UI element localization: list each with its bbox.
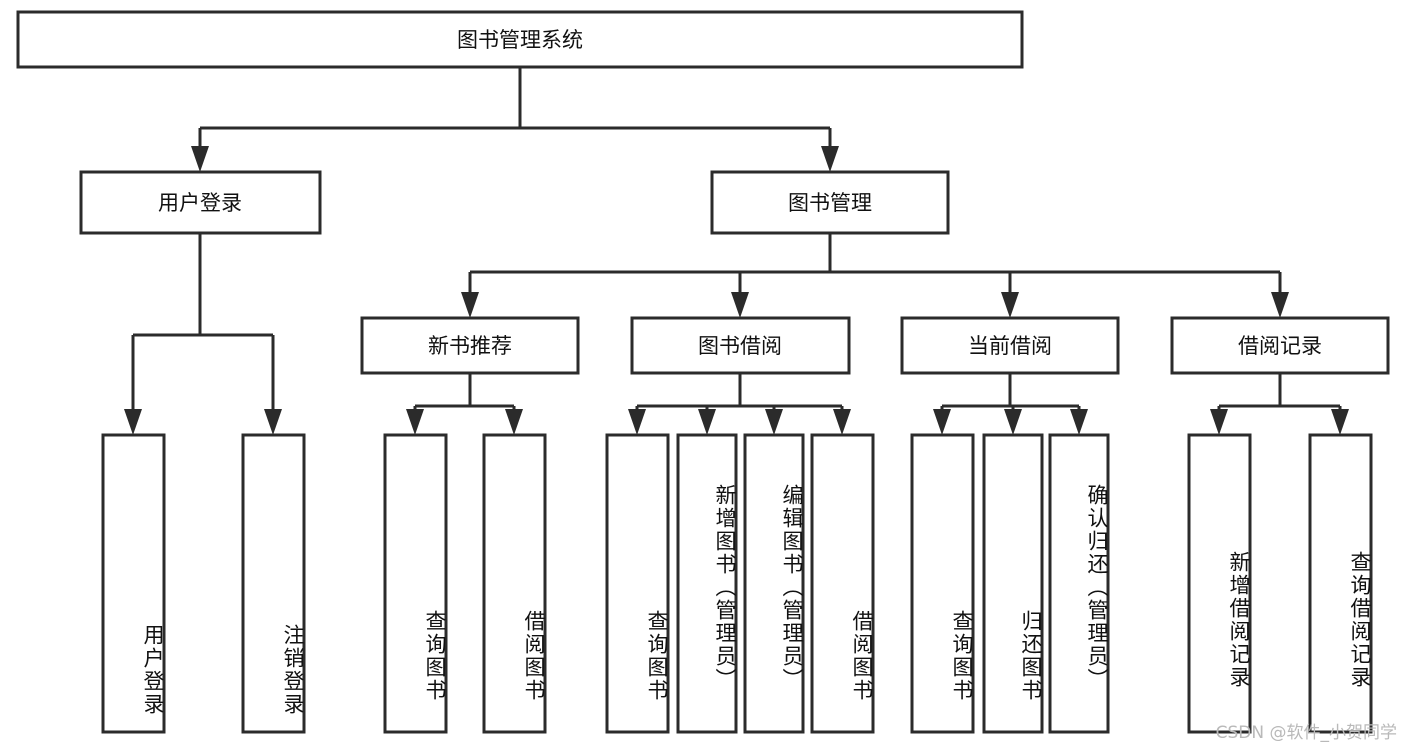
arrow-head-leaf-add-record xyxy=(1210,409,1228,435)
arrow-head-leaf-borrow-book-1 xyxy=(505,409,523,435)
arrow-head-current-borrow xyxy=(1001,292,1019,318)
node-book-management-box[interactable] xyxy=(710,170,950,235)
arrow-head-leaf-query-book-2 xyxy=(628,409,646,435)
arrow-head-borrow-book xyxy=(731,292,749,318)
node-book-borrow-label: 图书借阅 xyxy=(698,334,782,358)
arrow-head-leaf-return-book xyxy=(1004,409,1022,435)
leaf-box-edit-book[interactable] xyxy=(743,433,805,734)
node-user-login[interactable]: 用户登录 xyxy=(79,170,322,235)
node-current-borrow-box[interactable] xyxy=(900,316,1120,375)
arrow-head-leaf-logout xyxy=(264,409,282,435)
leaf-box-query-book-1[interactable] xyxy=(383,433,448,734)
leaf-boxes-layer xyxy=(101,433,1373,734)
node-new-book-recommend-box[interactable] xyxy=(360,316,580,375)
node-book-management-label: 图书管理 xyxy=(788,191,872,215)
leaf-box-query-book-2[interactable] xyxy=(605,433,670,734)
node-user-login-box[interactable] xyxy=(79,170,322,235)
csdn-watermark: CSDN @软件_小贺同学 xyxy=(1215,723,1397,743)
node-new-book-recommend[interactable]: 新书推荐 xyxy=(360,316,580,375)
node-book-borrow-box[interactable] xyxy=(630,316,851,375)
node-book-management[interactable]: 图书管理 xyxy=(710,170,950,235)
arrow-head-leaf-borrow-book-2 xyxy=(833,409,851,435)
node-borrow-record-label: 借阅记录 xyxy=(1238,334,1322,358)
node-current-borrow-label: 当前借阅 xyxy=(968,334,1052,358)
node-root-label: 图书管理系统 xyxy=(457,28,583,52)
arrow-head-leaf-add-book xyxy=(698,409,716,435)
arrow-head-new-book xyxy=(461,292,479,318)
arrow-head-leaf-query-book-1 xyxy=(406,409,424,435)
leaf-box-confirm-return[interactable] xyxy=(1048,433,1110,734)
leaf-box-add-book[interactable] xyxy=(676,433,738,734)
node-borrow-record-box[interactable] xyxy=(1170,316,1390,375)
arrow-head-user-login xyxy=(191,146,209,172)
arrow-head-borrow-record xyxy=(1271,292,1289,318)
arrow-head-leaf-query-record xyxy=(1331,409,1349,435)
leaf-box-borrow-book-1[interactable] xyxy=(482,433,547,734)
node-new-book-recommend-label: 新书推荐 xyxy=(428,334,512,358)
node-book-borrow[interactable]: 图书借阅 xyxy=(630,316,851,375)
node-borrow-record[interactable]: 借阅记录 xyxy=(1170,316,1390,375)
leaf-box-user-login[interactable] xyxy=(101,433,166,734)
node-user-login-label: 用户登录 xyxy=(158,191,242,215)
arrow-head-leaf-edit-book xyxy=(765,409,783,435)
arrow-head-leaf-user-login xyxy=(124,409,142,435)
arrow-head-book-manage xyxy=(821,146,839,172)
leaf-box-query-record[interactable] xyxy=(1308,433,1373,734)
node-current-borrow[interactable]: 当前借阅 xyxy=(900,316,1120,375)
arrow-head-leaf-query-book-3 xyxy=(933,409,951,435)
connector-layer xyxy=(124,67,1349,435)
node-root[interactable]: 图书管理系统 xyxy=(16,10,1024,69)
leaf-box-return-book[interactable] xyxy=(982,433,1044,734)
leaf-box-logout[interactable] xyxy=(241,433,306,734)
arrow-head-leaf-confirm-return xyxy=(1070,409,1088,435)
leaf-box-borrow-book-2[interactable] xyxy=(810,433,875,734)
node-root-box[interactable] xyxy=(16,10,1024,69)
leaf-box-add-record[interactable] xyxy=(1187,433,1252,734)
leaf-box-query-book-3[interactable] xyxy=(910,433,975,734)
